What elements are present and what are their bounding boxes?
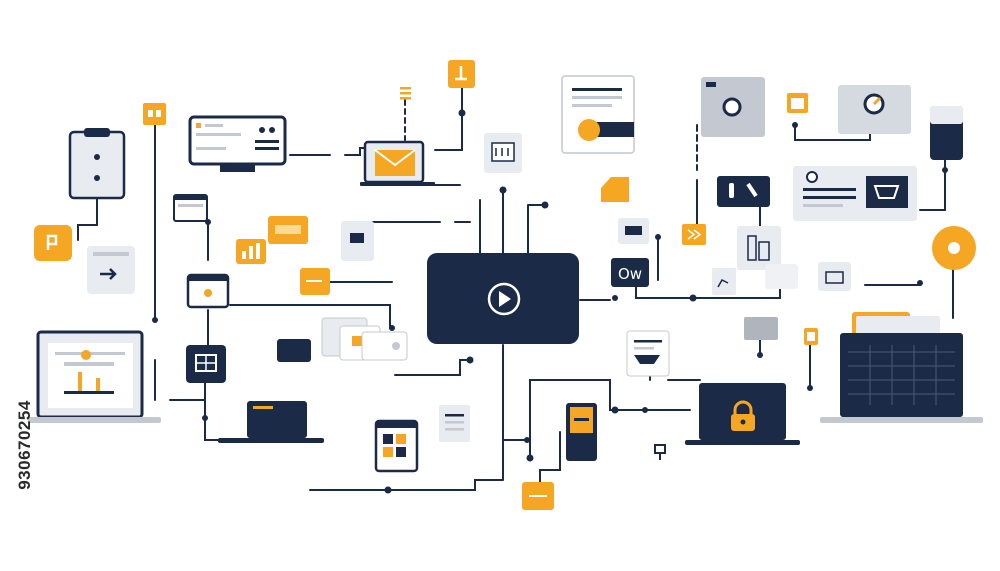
center-video-panel [427,253,579,344]
smart-device-icon [68,128,126,200]
tools-tile-icon [717,176,770,207]
desktop-monitor-icon [188,115,287,172]
key-tile-icon [277,339,311,362]
stock-id-text: 930670254 [15,400,34,490]
gauge-card-icon [838,85,911,134]
browser-window-icon [173,194,208,222]
ow-tile: Ow [611,258,649,287]
stock-id-watermark: 930670254 [14,330,36,560]
bottom-orange-icon [522,482,554,510]
building-card-icon [737,226,781,270]
window-card-icon [186,273,230,309]
barcode-orange-icon [268,216,308,244]
shopping-panel-icon [793,166,917,221]
spreadsheet-laptop-icon [820,312,983,423]
arrow-card-icon [87,246,135,294]
server-device-icon [930,106,963,160]
basket-card-icon [484,133,522,173]
tablet-app-icon [374,419,419,473]
folder-orange-icon [601,177,629,202]
download-orange-icon [448,60,475,88]
image-card-icon [341,221,374,261]
target-orange-icon [932,226,976,270]
tag-orange-icon [143,103,166,125]
calendar-orange-icon [787,93,808,113]
play-icon [487,282,521,316]
phone-device-icon [566,403,597,461]
chart-card-icon [712,268,736,295]
gray-card-icon [744,317,778,340]
camera-card-icon [701,77,765,137]
notes-card-icon [439,405,470,442]
document-card-icon [561,75,635,154]
usb-icon [654,444,666,460]
briefcase-card-icon [818,262,851,291]
pen-orange-icon [34,225,72,261]
transfer-orange-icon [300,268,330,295]
chart-orange-icon [236,239,266,264]
forward-orange-icon [682,224,706,245]
svg-text:Ow: Ow [618,265,642,283]
analytics-laptop-icon [28,330,161,423]
lock-laptop-icon [685,383,800,445]
keyboard-card-icon [618,218,649,244]
dark-laptop-icon [218,401,324,443]
small-card-icon [765,264,798,289]
ship-card-icon [626,330,670,377]
email-laptop-icon [360,140,435,186]
tag-small-orange-icon [804,328,818,345]
grid-tile-icon [186,345,226,383]
ladder-icon [400,87,411,100]
gallery-stack-icon [321,317,408,361]
